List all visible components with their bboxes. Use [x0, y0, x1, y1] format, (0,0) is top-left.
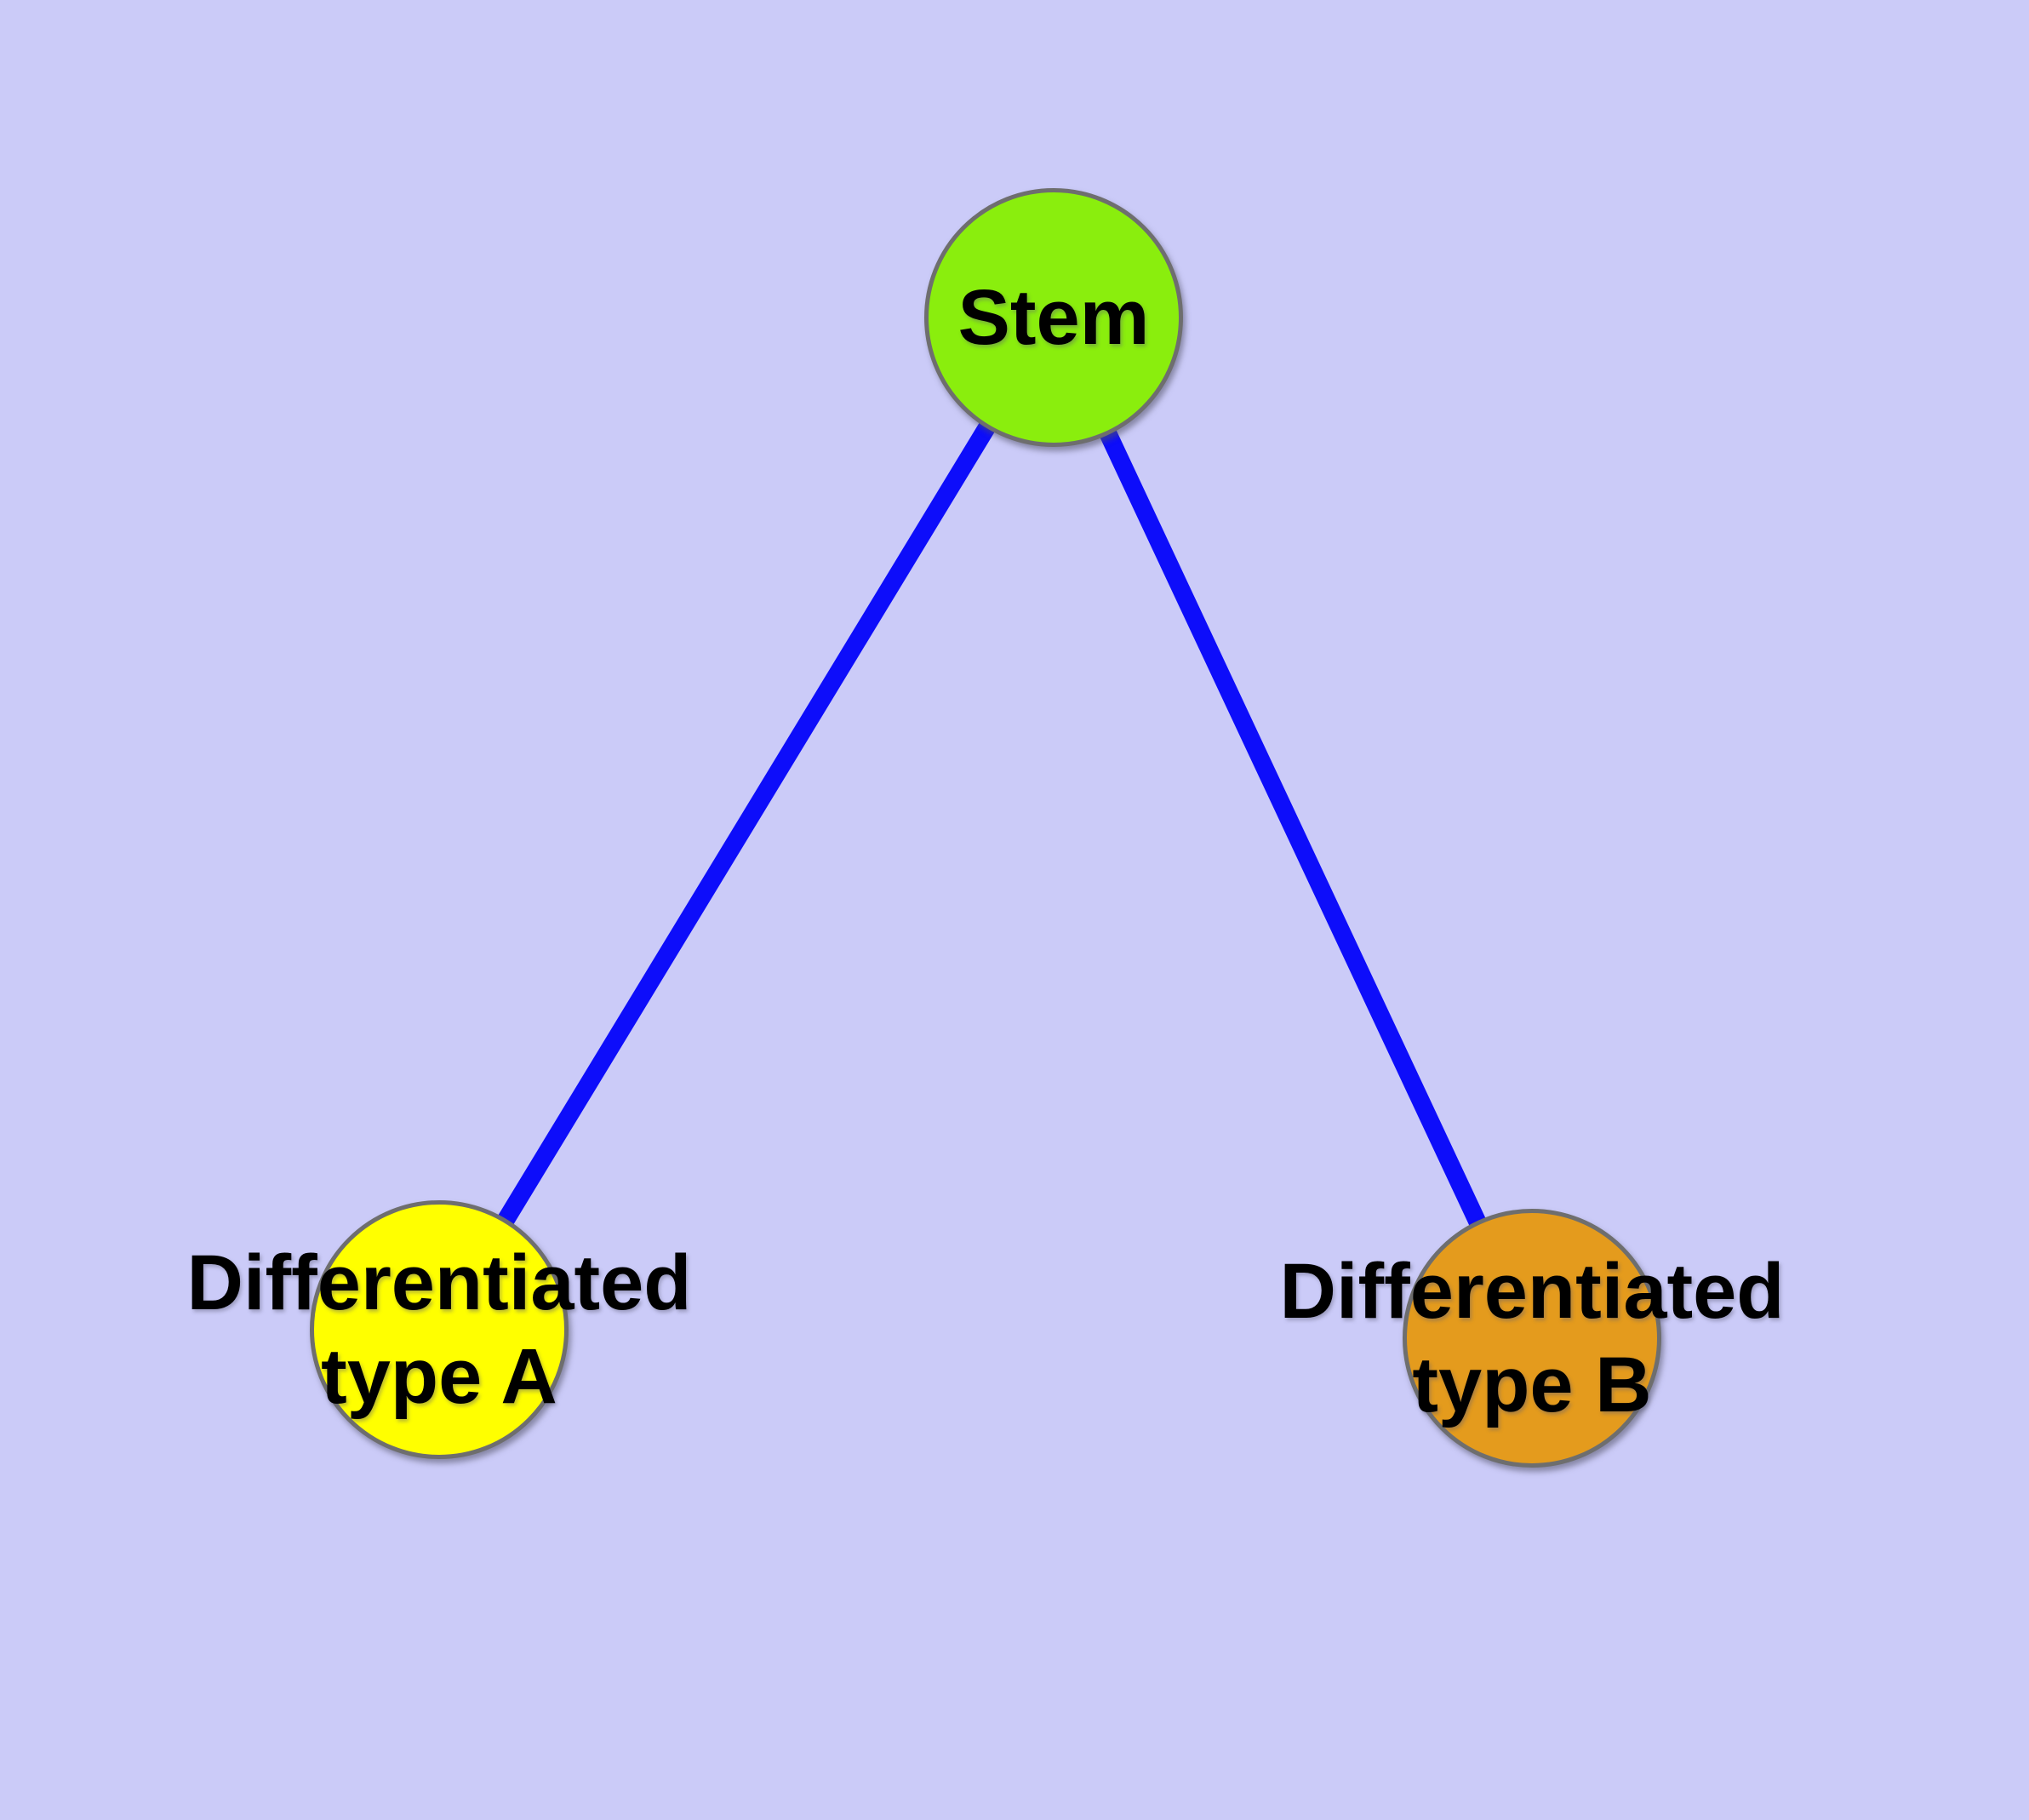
node-label-stem: Stem — [958, 271, 1150, 364]
edge-stem-to-differentiated-type-a — [432, 312, 1061, 1335]
node-label-line: Differentiated — [1279, 1248, 1785, 1335]
node-differentiated-type-b[interactable] — [1403, 1209, 1661, 1468]
node-label-line: Differentiated — [186, 1239, 692, 1326]
edge-stem-to-differentiated-type-b — [1045, 313, 1540, 1342]
node-label-line: type A — [321, 1333, 557, 1420]
node-label-line: Stem — [957, 274, 1150, 361]
node-differentiated-type-a[interactable] — [310, 1200, 569, 1459]
node-stem[interactable] — [924, 188, 1183, 447]
node-label-line: type B — [1412, 1342, 1652, 1428]
